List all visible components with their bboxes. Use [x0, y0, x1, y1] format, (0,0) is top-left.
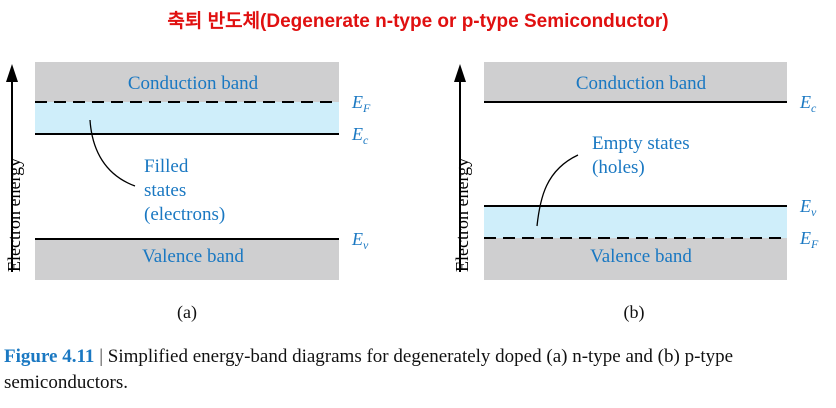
ec-label-b: Ec: [799, 92, 817, 115]
caption-text: Simplified energy-band diagrams for dege…: [4, 346, 734, 393]
ev-label-b: Ev: [799, 196, 817, 219]
empty-states-label-b: Empty states (holes): [592, 133, 694, 178]
filled-states-label-a: Filled states (electrons): [144, 156, 225, 225]
valence-band-label-b: Valence band: [590, 246, 692, 267]
conduction-band-region-b: [484, 62, 787, 102]
filled-states-region-a: [35, 102, 339, 134]
valence-band-label-a: Valence band: [142, 246, 244, 267]
panel-label-a: (a): [177, 302, 197, 323]
valence-band-region-a: [35, 239, 339, 280]
empty-states-pointer-b: [536, 154, 579, 227]
y-axis-label-b: Electron energy: [452, 158, 472, 272]
valence-band-region-b: [484, 238, 787, 280]
filled-states-pointer-a: [89, 119, 136, 187]
conduction-band-label-b: Conduction band: [576, 73, 707, 94]
caption-separator: |: [99, 346, 103, 367]
empty-states-region-b: [484, 206, 787, 238]
page-title: 축퇴 반도체(Degenerate n-type or p-type Semic…: [167, 11, 669, 32]
figure-number: Figure 4.11: [4, 346, 95, 367]
axis-arrow-b: [454, 64, 466, 82]
conduction-band-label-a: Conduction band: [128, 73, 259, 94]
ev-label-a: Ev: [351, 229, 369, 252]
conduction-band-region-a: [35, 62, 339, 102]
y-axis-label-a: Electron energy: [4, 158, 24, 272]
axis-arrow-a: [6, 64, 18, 82]
ef-label-b: EF: [799, 228, 819, 251]
panel-a: Electron energy Conduction band EF Ec Fi…: [4, 62, 371, 323]
panel-label-b: (b): [624, 302, 645, 323]
figure-caption: Figure 4.11 | Simplified energy-band dia…: [4, 344, 830, 396]
energy-band-diagrams: Electron energy Conduction band EF Ec Fi…: [4, 62, 819, 323]
panel-b: Electron energy Conduction band Ec Ev EF…: [452, 62, 819, 323]
ef-label-a: EF: [351, 92, 371, 115]
ec-label-a: Ec: [351, 124, 369, 147]
